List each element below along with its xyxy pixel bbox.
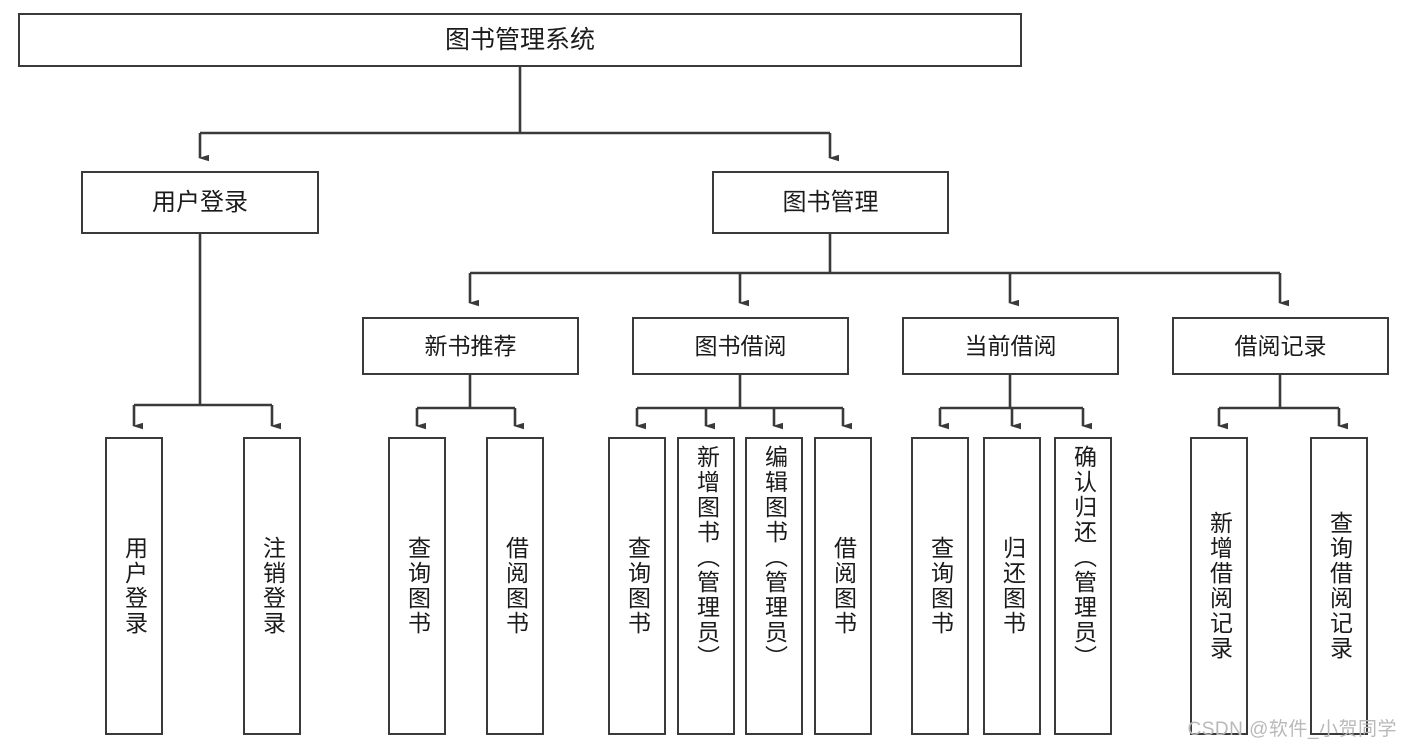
leaf-node[interactable]: 归还图书 [983, 437, 1041, 735]
node-book-management[interactable]: 图书管理 [712, 171, 949, 234]
leaf-node-label: 用户登录 [121, 536, 148, 636]
node-borrow-record[interactable]: 借阅记录 [1172, 317, 1389, 375]
leaf-node-label: 查询借阅记录 [1326, 511, 1353, 661]
leaf-node-label: 借阅图书 [830, 536, 857, 636]
leaf-node[interactable]: 查询图书 [388, 437, 446, 735]
node-borrow-record-label: 借阅记录 [1234, 332, 1327, 359]
node-root-label: 图书管理系统 [444, 25, 595, 54]
leaf-node-label: 新增借阅记录 [1206, 511, 1233, 661]
node-new-book-recommend-label: 新书推荐 [424, 332, 517, 359]
node-user-login-label: 用户登录 [152, 188, 248, 216]
leaf-node[interactable]: 查询图书 [911, 437, 969, 735]
leaf-node-label: 归还图书 [999, 536, 1026, 636]
node-user-login[interactable]: 用户登录 [81, 171, 319, 234]
leaf-node[interactable]: 注销登录 [243, 437, 301, 735]
leaf-node-label: 注销登录 [259, 536, 286, 636]
node-current-borrow-label: 当前借阅 [964, 332, 1057, 359]
node-current-borrow[interactable]: 当前借阅 [902, 317, 1119, 375]
csdn-watermark: CSDN @软件_小贺同学 [1187, 719, 1397, 740]
leaf-node[interactable]: 新增图书（管理员） [677, 437, 735, 735]
leaf-node[interactable]: 用户登录 [105, 437, 163, 735]
leaf-node-label: 新增图书（管理员） [693, 445, 720, 670]
leaf-node[interactable]: 借阅图书 [486, 437, 544, 735]
leaf-node-label: 查询图书 [624, 536, 651, 636]
leaf-node-label: 借阅图书 [502, 536, 529, 636]
leaf-node[interactable]: 借阅图书 [814, 437, 872, 735]
leaf-node[interactable]: 查询图书 [608, 437, 666, 735]
leaf-node[interactable]: 确认归还（管理员） [1054, 437, 1112, 735]
leaf-node-label: 编辑图书（管理员） [761, 445, 788, 670]
leaf-node-label: 确认归还（管理员） [1070, 445, 1097, 670]
node-book-borrow-label: 图书借阅 [694, 332, 787, 359]
node-root[interactable]: 图书管理系统 [18, 13, 1022, 67]
leaf-node[interactable]: 查询借阅记录 [1310, 437, 1368, 735]
node-new-book-recommend[interactable]: 新书推荐 [362, 317, 579, 375]
leaf-node-label: 查询图书 [404, 536, 431, 636]
leaf-node[interactable]: 编辑图书（管理员） [745, 437, 803, 735]
leaf-node-label: 查询图书 [927, 536, 954, 636]
leaf-node[interactable]: 新增借阅记录 [1190, 437, 1248, 735]
node-book-borrow[interactable]: 图书借阅 [632, 317, 849, 375]
node-book-management-label: 图书管理 [782, 188, 879, 216]
